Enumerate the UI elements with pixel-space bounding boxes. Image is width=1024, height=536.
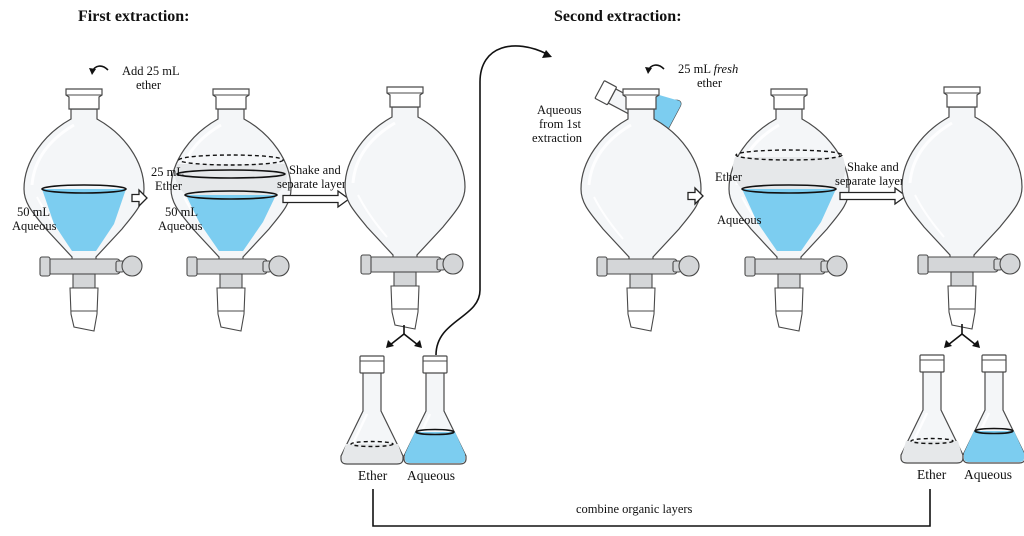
split-arrows-2	[944, 324, 980, 348]
flask-ether-2-label: Ether	[917, 467, 947, 482]
funnel5-aqueous-label: Aqueous	[717, 213, 762, 227]
fresh-ether-emph: fresh	[714, 62, 739, 76]
ether-volume-line2: Ether	[155, 179, 183, 193]
funnel-empty-2	[900, 86, 1024, 330]
ether-volume-line1: 25 mL	[151, 165, 184, 179]
funnel-aqueous-only	[22, 88, 146, 332]
fresh-ether-line1: 25 mL fresh	[678, 62, 738, 76]
shake-label-1-line1: Shake and	[289, 163, 341, 177]
add-ether-rotate-icon	[88, 65, 109, 76]
fresh-ether-line2: ether	[697, 76, 723, 90]
fresh-ether-prefix: 25 mL	[678, 62, 714, 76]
aqueous-volume-2-line2: Aqueous	[158, 219, 203, 233]
add-fresh-ether-rotate-icon	[644, 64, 665, 75]
combine-label: combine organic layers	[576, 502, 693, 516]
shake-arrow-1	[282, 190, 350, 208]
aqueous-volume-line1: 50 mL	[17, 205, 50, 219]
funnel-empty-1	[343, 86, 467, 330]
transfer-label-line1: Aqueous	[537, 103, 582, 117]
flask-aqueous-2	[961, 354, 1024, 465]
shake-label-2-line1: Shake and	[847, 160, 899, 174]
first-extraction-heading: First extraction:	[78, 8, 190, 25]
funnel-aqueous-second	[579, 88, 703, 332]
flask-ether-2	[899, 354, 965, 465]
shake-arrow-2	[839, 187, 907, 205]
combine-bracket	[372, 489, 931, 527]
add-ether-label-line1: Add 25 mL	[122, 64, 180, 78]
transfer-arrow	[435, 45, 548, 356]
second-extraction-heading: Second extraction:	[554, 8, 682, 25]
funnel-two-layers-second	[727, 88, 851, 332]
add-ether-label-line2: ether	[136, 78, 162, 92]
shake-label-1-line2: separate layers	[277, 177, 351, 191]
aqueous-volume-2-line1: 50 mL	[165, 205, 198, 219]
flask-aqueous-1	[402, 355, 468, 466]
flask-aqueous-2-label: Aqueous	[964, 467, 1012, 482]
funnel-two-layers	[169, 88, 293, 332]
split-arrows-1	[386, 325, 422, 348]
transfer-label-line2: from 1st	[539, 117, 582, 131]
flask-ether-1	[339, 355, 405, 466]
flask-ether-1-label: Ether	[358, 468, 388, 483]
transfer-label-line3: extraction	[532, 131, 583, 145]
funnel5-ether-label: Ether	[715, 170, 743, 184]
flask-aqueous-1-label: Aqueous	[407, 468, 455, 483]
aqueous-volume-line2: Aqueous	[12, 219, 57, 233]
shake-label-2-line2: separate layers	[835, 174, 909, 188]
